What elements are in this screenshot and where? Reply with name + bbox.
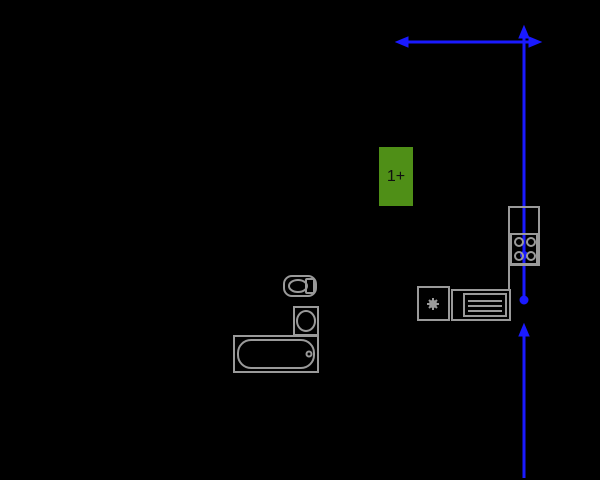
- stove-icon[interactable]: [508, 206, 540, 266]
- kitchen-sink-icon[interactable]: [451, 289, 511, 321]
- arrowhead-left: [394, 36, 409, 48]
- bathtub-icon[interactable]: [233, 335, 319, 373]
- room-label-text: 1+: [386, 167, 406, 185]
- arrowhead-right: [528, 36, 543, 48]
- arrowhead-up: [518, 322, 530, 337]
- sink-icon[interactable]: [293, 306, 319, 336]
- kitchen-counter: [452, 265, 510, 291]
- room-label-tag[interactable]: 1+: [379, 147, 413, 206]
- dimension-lines: [394, 24, 543, 478]
- dimension-node: [519, 295, 529, 305]
- washer-icon[interactable]: [417, 286, 450, 321]
- toilet-icon[interactable]: [283, 275, 317, 297]
- arrowhead-up: [518, 24, 530, 39]
